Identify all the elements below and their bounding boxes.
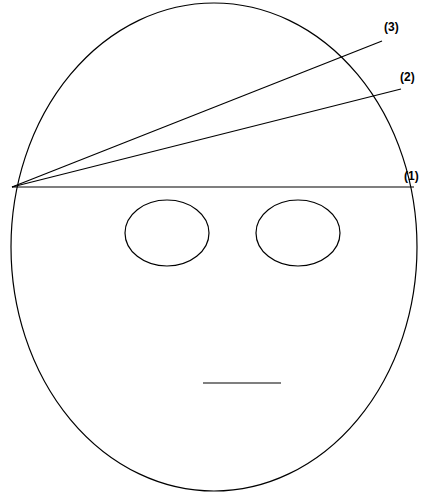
line-2: [12, 89, 401, 187]
callout-number: (1): [404, 169, 419, 183]
callout-number: (2): [400, 70, 415, 84]
mouth-line: [203, 382, 281, 383]
callout-number: (3): [384, 20, 399, 34]
left-eye: [125, 200, 209, 266]
head-outline: [11, 3, 417, 491]
line-3: [12, 41, 382, 187]
line-1: [12, 186, 414, 187]
right-eye: [256, 200, 340, 266]
